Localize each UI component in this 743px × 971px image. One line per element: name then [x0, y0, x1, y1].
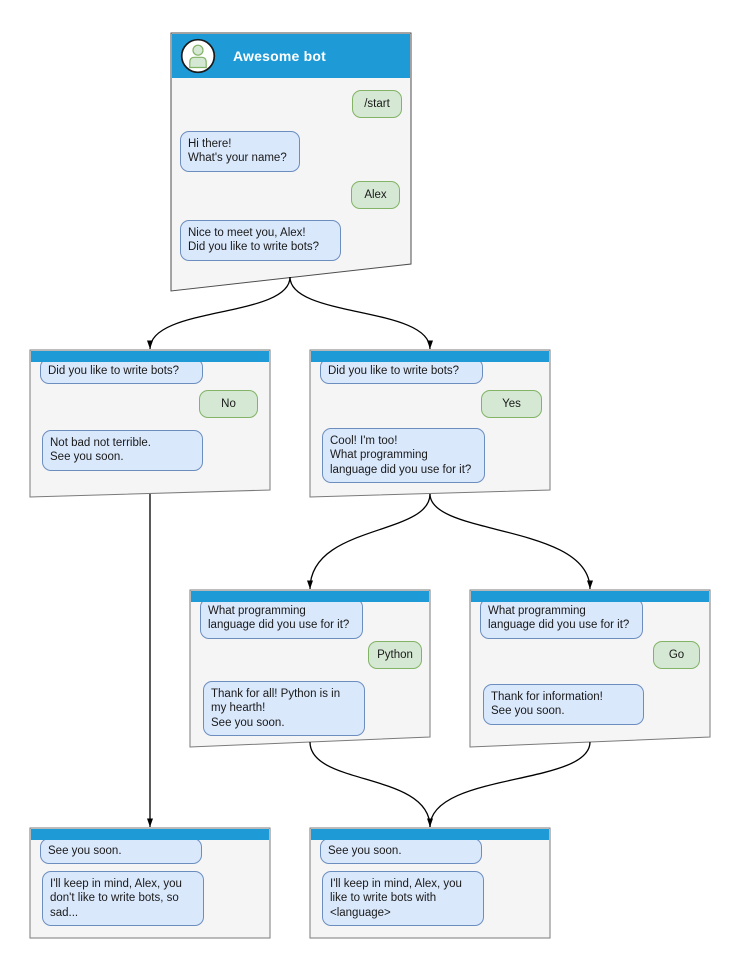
chat-window-header	[311, 351, 549, 362]
bot-message-bubble: I'll keep in mind, Alex, you like to wri…	[322, 871, 484, 927]
bot-name-label: Awesome bot	[233, 48, 326, 64]
chat-window-header	[31, 351, 269, 362]
bot-message-bubble: Hi there! What's your name?	[180, 131, 300, 172]
user-message-bubble: Go	[653, 641, 700, 670]
bot-message-bubble: See you soon.	[40, 838, 202, 865]
arrow-branch-yes-to-python	[307, 493, 431, 590]
user-message-bubble: Yes	[481, 390, 542, 419]
arrow-main-to-branch-no	[147, 276, 291, 350]
bot-message-bubble: Thank for all! Python is in my hearth! S…	[203, 681, 365, 737]
user-message-bubble: Alex	[351, 181, 400, 210]
main-chat-header: Awesome bot	[172, 34, 410, 78]
bot-message-bubble: Cool! I'm too! What programming language…	[322, 428, 485, 484]
bot-message-bubble: What programming language did you use fo…	[480, 598, 643, 639]
chat-window-header	[311, 829, 549, 840]
chat-window-header	[471, 591, 709, 602]
bot-message-bubble: What programming language did you use fo…	[200, 598, 363, 639]
arrow-branch-yes-to-go	[429, 493, 593, 590]
bot-message-bubble: Did you like to write bots?	[320, 358, 483, 385]
bot-message-bubble: Thank for information! See you soon.	[483, 684, 644, 725]
chat-window-header	[31, 829, 269, 840]
arrow-main-to-branch-yes	[289, 276, 433, 350]
chat-window-header	[191, 591, 429, 602]
bot-avatar-person-icon	[180, 38, 216, 74]
user-message-bubble: /start	[352, 90, 402, 119]
arrow-go-to-end-yes	[429, 741, 591, 828]
user-message-bubble: Python	[368, 641, 422, 670]
bot-message-bubble: Nice to meet you, Alex! Did you like to …	[180, 220, 341, 261]
bot-message-bubble: I'll keep in mind, Alex, you don't like …	[42, 871, 204, 927]
arrow-python-to-end-yes	[309, 741, 433, 828]
bot-message-bubble: Not bad not terrible. See you soon.	[42, 430, 203, 471]
bot-message-bubble: See you soon.	[320, 838, 482, 865]
user-message-bubble: No	[199, 390, 258, 419]
